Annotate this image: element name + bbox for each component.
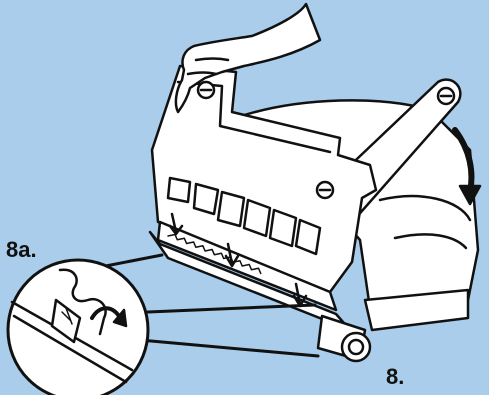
front-roller	[318, 316, 370, 361]
step-8a-label: 8a.	[6, 239, 37, 261]
latch-detail-icon	[8, 260, 148, 395]
step-8-label: 8.	[386, 366, 404, 388]
